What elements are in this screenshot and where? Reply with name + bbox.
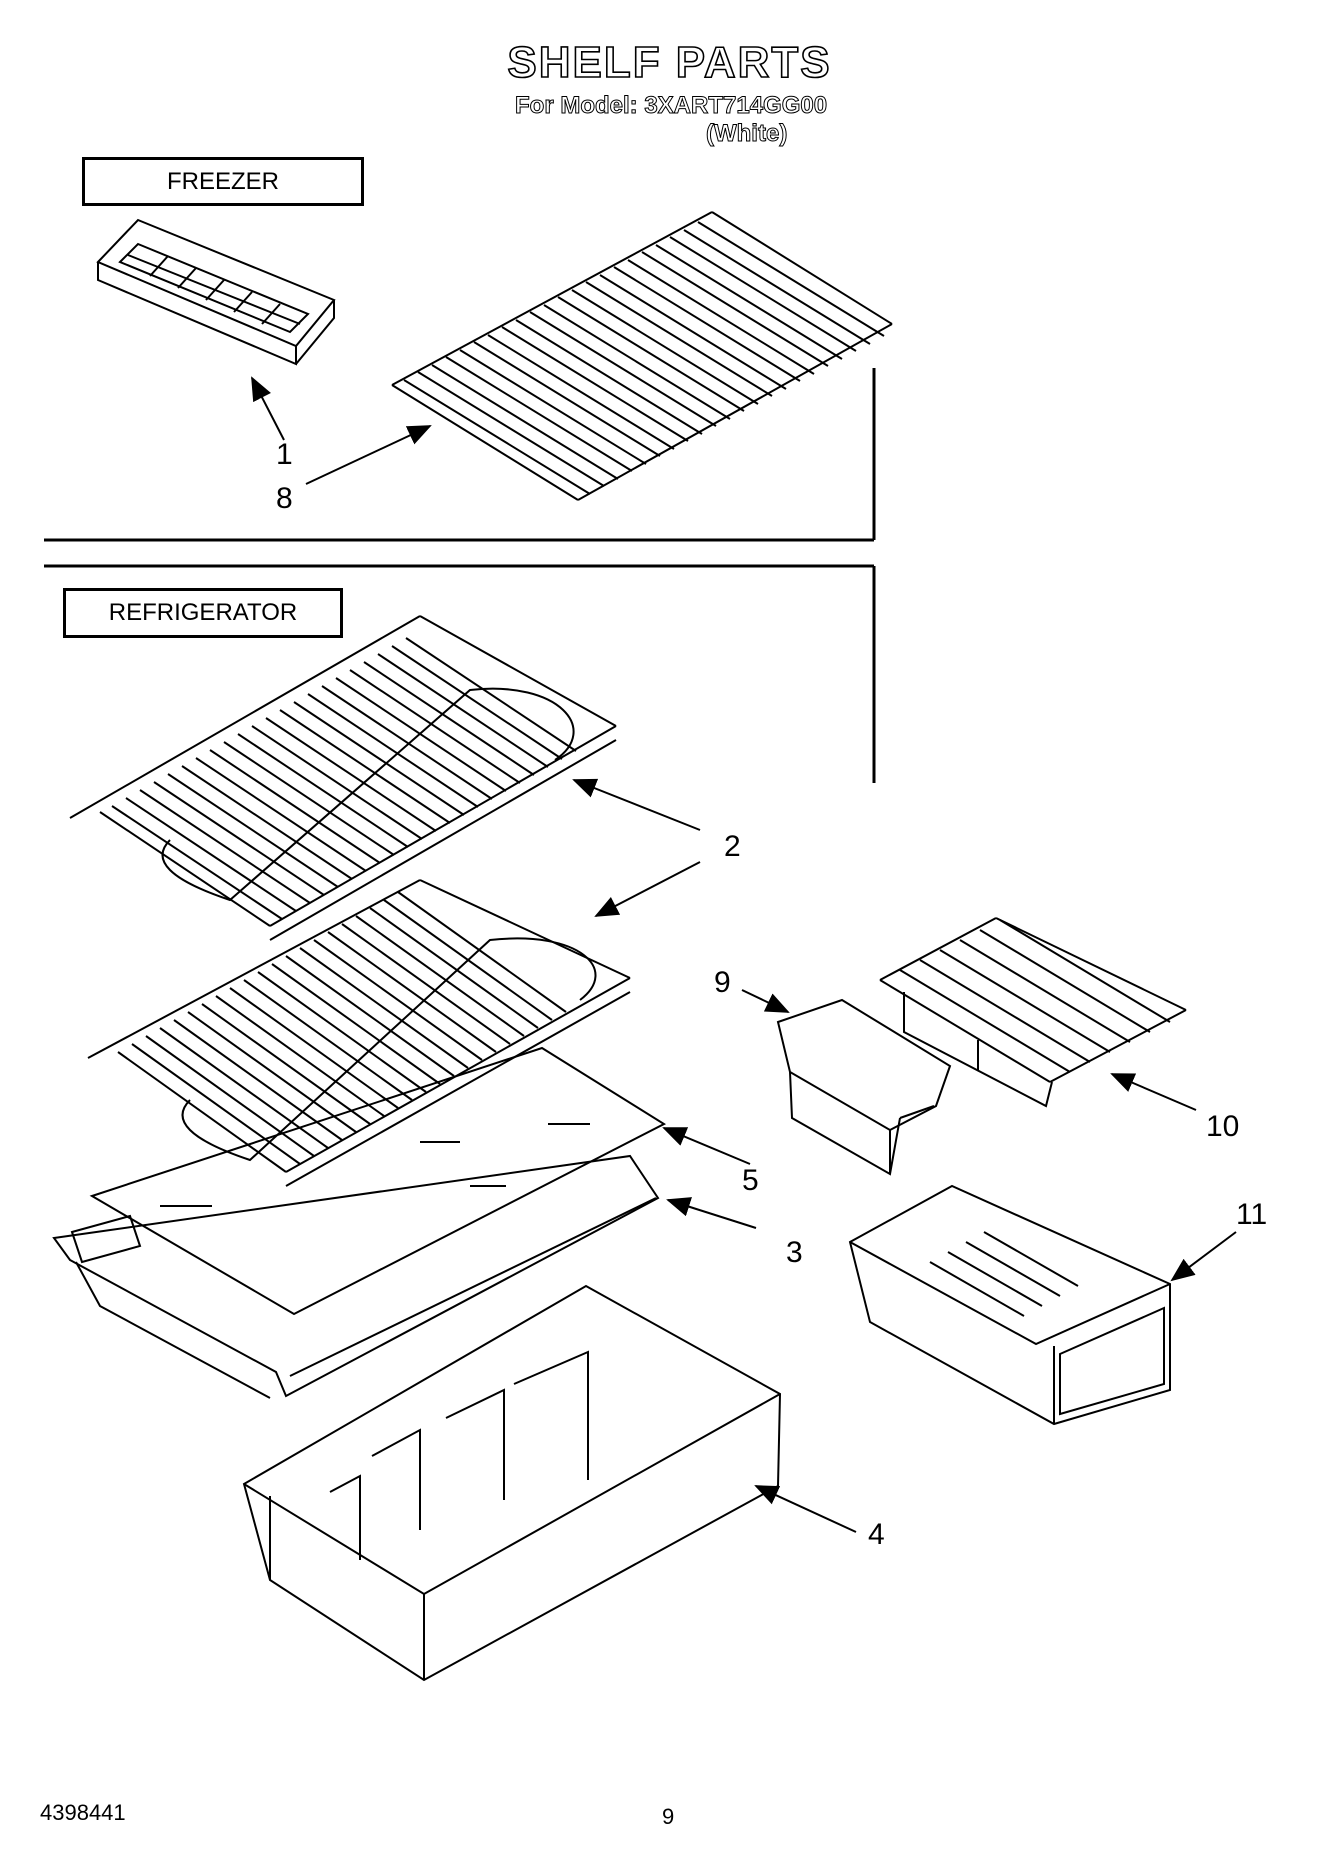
small-shelf-illustration (879, 917, 1187, 1108)
small-bin-illustration (776, 998, 952, 1176)
crisper-frame-illustration (52, 1154, 660, 1399)
callout-9: 9 (714, 966, 731, 999)
page-number: 9 (662, 1804, 675, 1829)
freezer-wire-shelf-illustration (391, 211, 893, 501)
callout-8: 8 (276, 482, 293, 515)
freezer-section-label: FREEZER (82, 157, 364, 206)
callout-arrow-2a (572, 778, 701, 831)
document-number: 4398441 (40, 1800, 126, 1825)
callout-5: 5 (742, 1164, 759, 1197)
callout-3: 3 (786, 1236, 803, 1269)
callout-10: 10 (1206, 1110, 1240, 1143)
callout-arrow-4 (754, 1485, 857, 1533)
meat-drawer-illustration (848, 1184, 1171, 1426)
lower-refrigerator-shelf-illustration (87, 879, 631, 1187)
callout-arrow-1 (251, 376, 285, 441)
callout-arrow-2b (594, 861, 701, 917)
color-line: (White) (705, 120, 788, 148)
callout-1: 1 (276, 438, 293, 471)
callout-arrow-10 (1110, 1073, 1197, 1111)
crisper-drawer-illustration (242, 1284, 782, 1682)
callout-arrow-9 (741, 989, 790, 1013)
upper-refrigerator-shelf-illustration (69, 615, 617, 941)
callout-11: 11 (1236, 1198, 1268, 1231)
callout-arrow-8 (305, 425, 432, 485)
refrigerator-section-label: REFRIGERATOR (63, 588, 343, 638)
callout-2: 2 (724, 830, 741, 863)
callout-arrow-3 (666, 1197, 757, 1229)
callout-4: 4 (868, 1518, 885, 1551)
page-title: SHELF PARTS (507, 37, 832, 88)
crisper-cover-glass-illustration (89, 1046, 667, 1316)
callout-arrow-5 (662, 1127, 751, 1165)
ice-tray-illustration (96, 218, 336, 366)
callout-arrow-11 (1170, 1231, 1237, 1282)
model-line: For Model: 3XART714GG00 (514, 92, 828, 120)
